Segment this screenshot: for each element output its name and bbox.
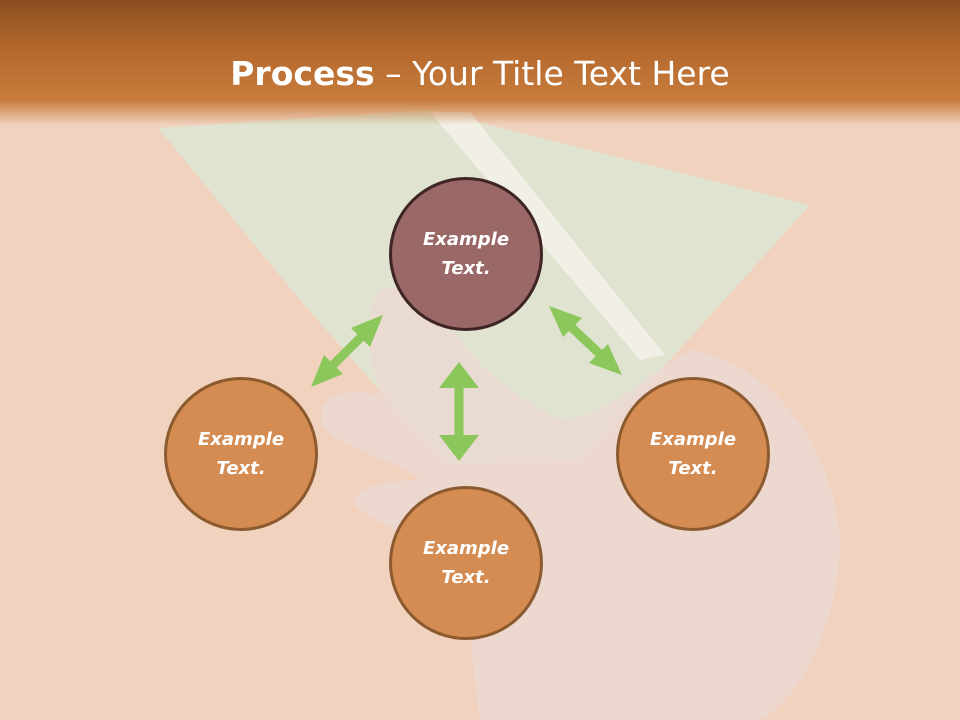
- double-arrow-vertical: [439, 362, 479, 461]
- node-right-label: Example Text.: [649, 429, 737, 479]
- node-left: Example Text.: [164, 377, 318, 531]
- double-arrow-right: [549, 306, 622, 375]
- slide-title: Process – Your Title Text Here: [0, 52, 960, 96]
- title-rest: – Your Title Text Here: [374, 54, 730, 93]
- node-bottom: Example Text.: [389, 486, 543, 640]
- node-top-label: Example Text.: [422, 229, 510, 279]
- node-left-label: Example Text.: [197, 429, 285, 479]
- double-arrow-left: [311, 315, 383, 387]
- title-bold: Process: [230, 54, 375, 93]
- node-top: Example Text.: [389, 177, 543, 331]
- title-bar: [0, 0, 960, 125]
- node-right: Example Text.: [616, 377, 770, 531]
- node-bottom-label: Example Text.: [422, 538, 510, 588]
